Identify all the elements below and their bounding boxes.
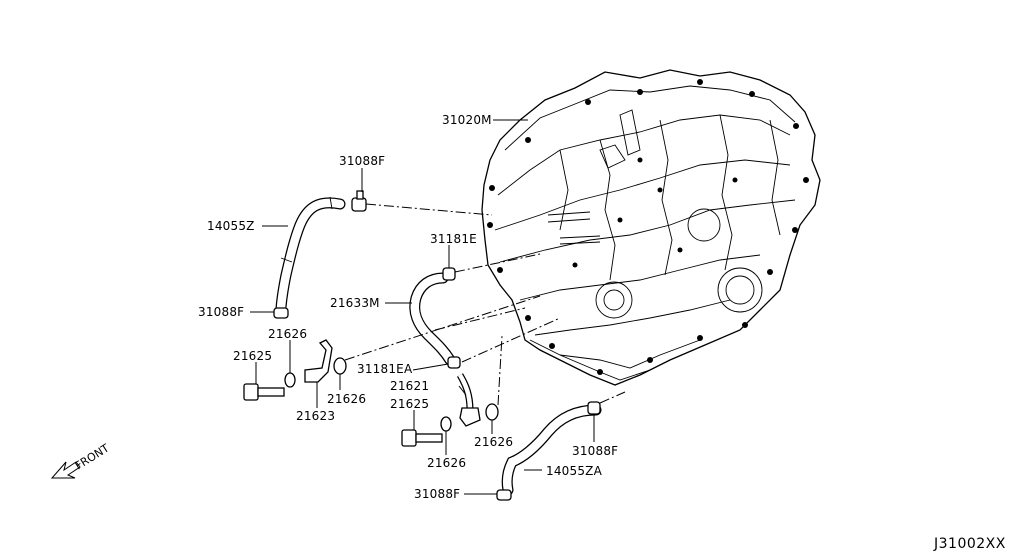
label-31181ea: 31181EA — [357, 362, 413, 376]
label-21626-c: 21626 — [427, 456, 466, 470]
bolt-21625-b — [401, 429, 443, 447]
bolt-21625-a — [243, 383, 285, 401]
washer-21626-a — [284, 372, 296, 388]
clamp-31181e — [442, 267, 456, 281]
diagram-code: J31002XX — [933, 536, 1006, 552]
clamp-31088f-top — [351, 190, 367, 212]
label-14055z: 14055Z — [207, 219, 255, 233]
label-31088f-top: 31088F — [339, 154, 385, 168]
label-31088f-left: 31088F — [198, 305, 244, 319]
hose-21633m — [409, 272, 456, 366]
label-21626-d: 21626 — [474, 435, 513, 449]
washer-21626-b — [333, 357, 347, 375]
label-21625-a: 21625 — [233, 349, 272, 363]
front-label: FRONT — [73, 441, 112, 472]
clamp-31088f-bottom — [496, 489, 512, 501]
part-labels: 31020M 31088F 14055Z 31088F 31181E 21633… — [198, 113, 618, 501]
label-31088f-bottom: 31088F — [414, 487, 460, 501]
transmission-assembly — [481, 69, 821, 386]
pipe-21621 — [456, 373, 481, 427]
label-14055za: 14055ZA — [546, 464, 603, 478]
label-21621: 21621 — [390, 379, 429, 393]
label-31088f-right: 31088F — [572, 444, 618, 458]
label-31181e: 31181E — [430, 232, 477, 246]
washer-21626-c — [440, 416, 452, 432]
front-arrow-icon — [50, 461, 81, 479]
connector-21623 — [304, 339, 333, 383]
clamp-31181ea — [447, 356, 461, 369]
hose-14055za — [501, 404, 602, 496]
label-31020m: 31020M — [442, 113, 492, 127]
label-21623: 21623 — [296, 409, 335, 423]
washer-21626-d — [485, 403, 499, 421]
clamp-31088f-right — [587, 401, 601, 415]
leader-lines — [250, 119, 595, 495]
clamp-31088f-left — [273, 307, 289, 319]
label-21626-b: 21626 — [327, 392, 366, 406]
front-direction-indicator: FRONT — [50, 441, 112, 479]
label-21626-a: 21626 — [268, 327, 307, 341]
hose-14055z — [275, 196, 346, 314]
connection-lines — [344, 203, 626, 406]
label-21633m: 21633M — [330, 296, 380, 310]
label-21625-b: 21625 — [390, 397, 429, 411]
